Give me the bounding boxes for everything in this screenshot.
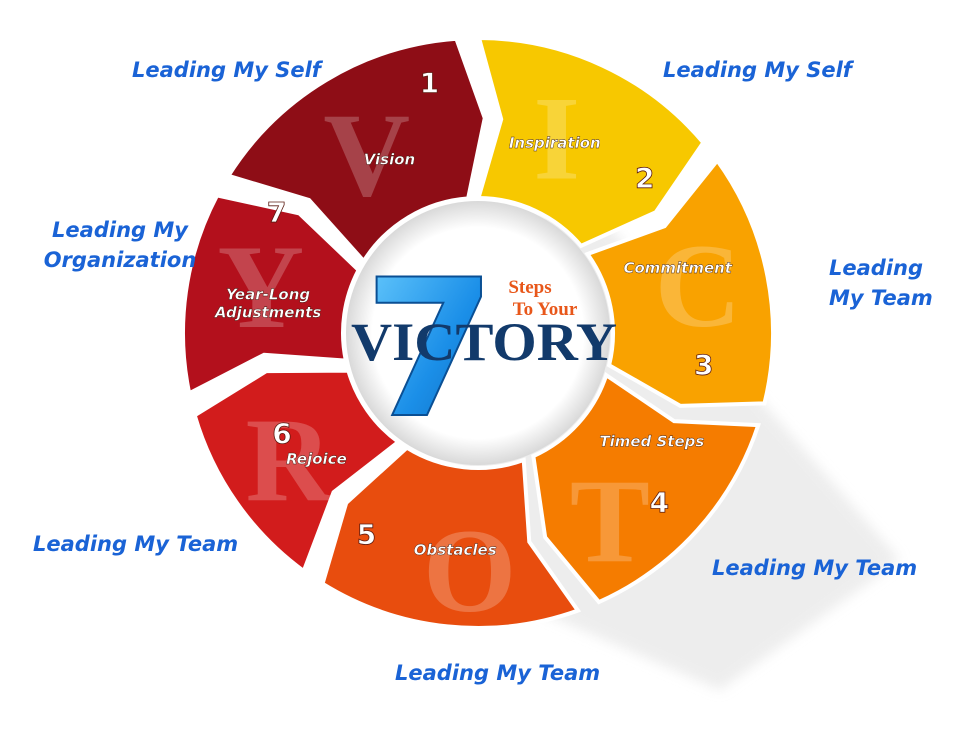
center-victory-word: VICTORY [351,312,617,372]
label-leading-my-organization: Leading My Organization [43,218,197,272]
segment-5 [320,445,582,630]
segment-letter-v: V [323,88,410,221]
center-seven: 7 [364,239,496,460]
step-number-6: 6 [272,417,291,450]
step-number-7: 7 [267,196,286,229]
step-name-1: Vision [364,150,416,168]
segment-2 [475,35,706,249]
center-emblem: 7 Steps To Your VICTORY [351,238,617,461]
center-to-your-text: To Your [513,299,578,320]
center-steps-text: Steps [508,277,551,298]
step-name-4: Timed Steps [599,433,704,451]
segment-letter-o: O [423,504,516,637]
step-name-3: Commitment [623,259,732,277]
inner-disc [346,201,610,465]
step-name-6: Rejoice [286,450,347,468]
segment-letter-r: R [246,393,334,526]
segment-letter-y: Y [218,220,305,353]
step-number-4: 4 [650,486,669,519]
label-leading-my-team-right-lower: Leading My Team [712,556,918,580]
segment-letter-t: T [570,454,650,587]
segment-letter-c: C [655,219,742,352]
label-leading-my-team-right-upper: Leading My Team [829,256,933,310]
step-number-2: 2 [635,162,654,195]
label-leading-my-team-bottom: Leading My Team [395,661,601,685]
label-leading-my-self-left: Leading My Self [132,58,321,82]
segment-3 [584,157,775,408]
step-number-3: 3 [694,349,713,382]
label-leading-my-self-right: Leading My Self [663,58,852,82]
segment-letter-i: I [533,71,580,204]
step-name-5: Obstacles [414,541,497,559]
step-number-1: 1 [420,67,439,100]
segment-1 [225,36,487,265]
segment-6 [192,368,402,575]
step-name-2: Inspiration [509,134,601,152]
step-number-5: 5 [357,518,376,551]
label-leading-my-team-left: Leading My Team [33,532,239,556]
segment-7 [181,193,362,397]
segment-4 [531,372,761,605]
